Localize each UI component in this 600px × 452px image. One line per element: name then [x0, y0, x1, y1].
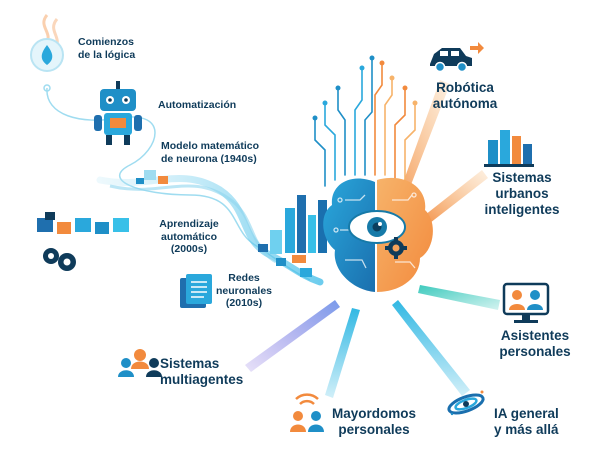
gear-icon: [385, 237, 407, 259]
assistant-monitor-icon: [502, 282, 550, 323]
ray-robotics: [395, 80, 450, 208]
blocks-gears-icon: [37, 212, 129, 271]
ray-multiagent: [245, 300, 340, 372]
mini-city: [258, 195, 327, 277]
galaxy-icon: [447, 390, 485, 416]
brain-illustration: [323, 177, 433, 292]
people-signal-icon: [290, 393, 324, 432]
ray-urban: [425, 170, 488, 223]
car-icon: [430, 42, 484, 73]
ray-butlers: [325, 308, 360, 398]
group-icon: [118, 349, 162, 377]
flame-drop-icon: [30, 14, 64, 92]
ray-assistants: [418, 285, 500, 310]
city-icon: [484, 130, 534, 167]
branch-rays: [245, 80, 500, 398]
documents-icon: [180, 274, 212, 308]
data-wave-2: [109, 184, 277, 264]
neuron-icon: [136, 170, 168, 184]
brain-right-hemisphere: [377, 177, 433, 292]
brain-left-hemisphere: [323, 178, 375, 292]
robot-icon: [94, 81, 142, 145]
circuit-lines: [312, 55, 418, 187]
timeline-label-automation: Automatización: [158, 99, 237, 111]
data-wave: [96, 175, 324, 286]
ray-agi: [392, 300, 470, 396]
